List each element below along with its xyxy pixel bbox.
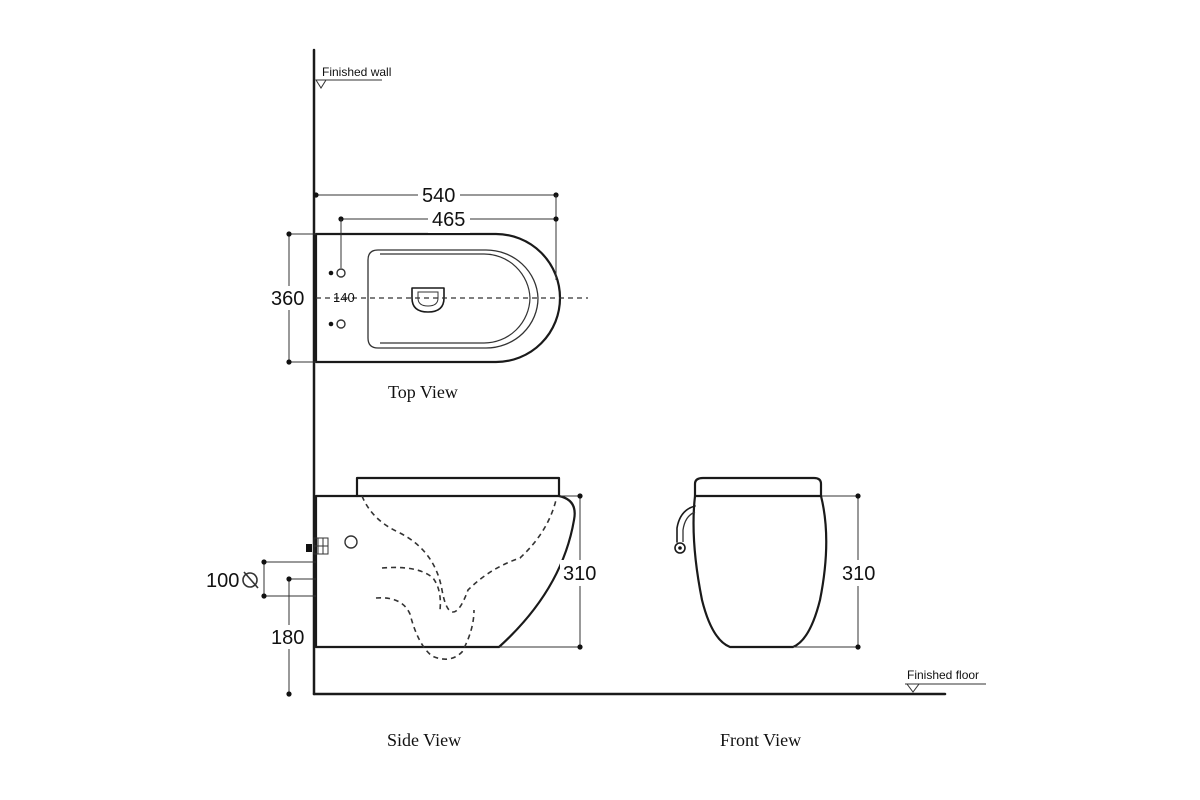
finished-wall-marker: Finished wall [315,65,391,89]
side-view-caption: Side View [387,730,461,750]
side-trap-dashed [361,495,557,613]
front-valve-icon [674,542,686,554]
side-inlet-icon [344,535,358,549]
dim-bolt-spacing: 140 [333,290,355,305]
dim-side-height: 310 [563,563,596,585]
dim-overall-length: 540 [422,185,455,207]
top-view: 140 540 465 360 Top View [270,182,588,402]
bolt-hole-icon [336,319,346,329]
front-view: 310 Front View [674,476,882,750]
finished-floor-label: Finished floor [907,668,979,682]
top-drain-inner [417,291,439,307]
dim-width: 360 [271,288,304,310]
top-view-caption: Top View [388,382,458,402]
diameter-symbol-icon [242,571,259,589]
front-body-outline [692,494,828,649]
front-hose-icon [676,505,696,543]
side-bracket-icon [306,544,312,552]
front-view-caption: Front View [720,730,801,750]
top-bowl-inner-line [380,253,531,344]
dim-pipe-diameter: 100 [206,570,239,592]
front-seat-lid [693,476,823,498]
side-view: 310 100 180 Side View [206,476,602,750]
dim-front-height: 310 [842,563,875,585]
finished-wall-label: Finished wall [322,65,391,79]
top-drain-symbol [411,287,445,313]
side-trap-inner [381,566,442,611]
dim-pipe-height: 180 [271,627,304,649]
finished-floor-marker: Finished floor [905,668,986,693]
side-seat-lid [355,476,561,498]
side-body-outline [314,494,576,649]
side-trap-outlet [375,597,475,660]
dim-bowl-length: 465 [432,209,465,231]
top-bowl-outline [367,249,539,349]
bolt-hole-icon [336,268,346,278]
